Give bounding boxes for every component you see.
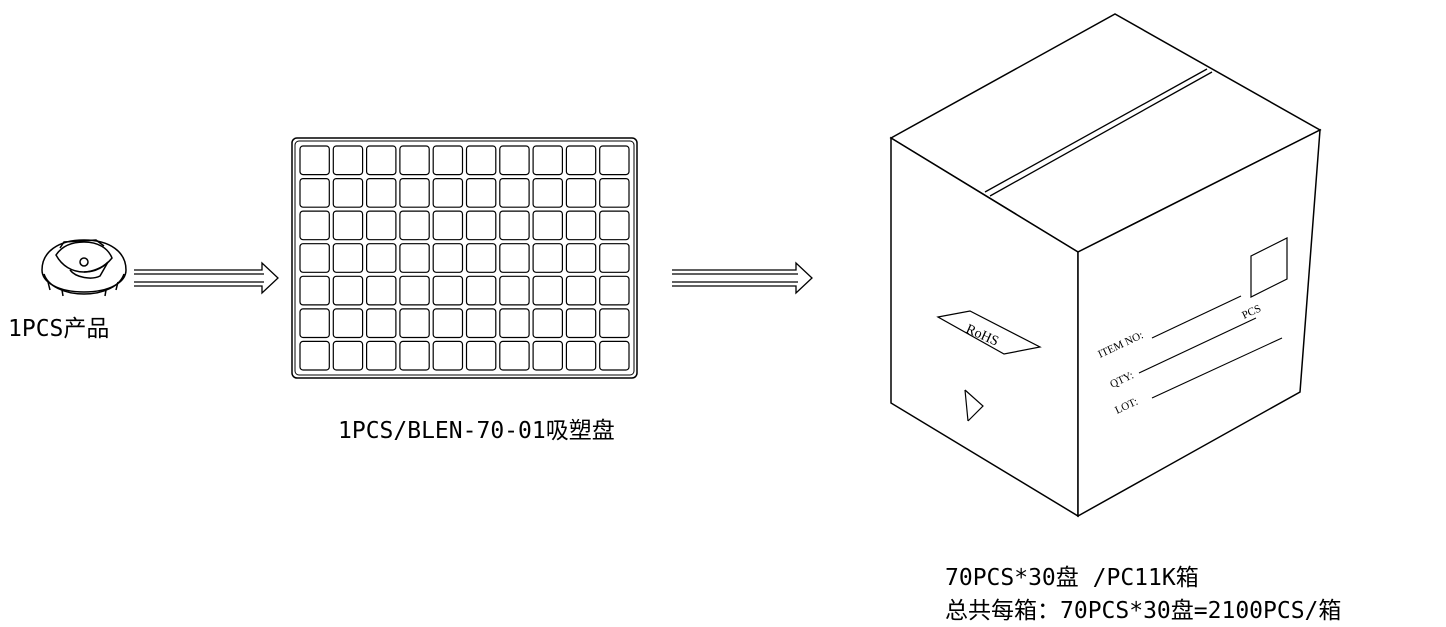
tray-cell <box>432 275 464 306</box>
tray-cell <box>532 145 563 176</box>
tray-cell <box>432 308 464 339</box>
tray-cell <box>565 340 597 371</box>
tray-cell <box>599 340 630 371</box>
tray-cell <box>532 340 563 371</box>
tray-cell <box>499 308 530 339</box>
tray-cell <box>399 210 430 241</box>
tray-cell <box>366 145 397 176</box>
tray-cell <box>299 178 330 208</box>
tray-cell <box>465 145 497 176</box>
tray-cell <box>299 275 330 306</box>
tray-cell <box>565 145 597 176</box>
product-icon <box>41 239 127 297</box>
tray-cell <box>532 210 563 241</box>
tray-cell <box>599 178 630 208</box>
tray-cell <box>532 275 563 306</box>
tray-cell <box>332 308 364 339</box>
tray-cell <box>366 275 397 306</box>
tray-cell <box>399 308 430 339</box>
tray-cell <box>366 340 397 371</box>
tray-cell <box>399 340 430 371</box>
tray-cell <box>299 340 330 371</box>
tray-cell <box>332 340 364 371</box>
tray-cell <box>565 210 597 241</box>
carton-caption-line1: 70PCS*30盘 /PC11K箱 <box>945 565 1199 591</box>
tray-cell <box>432 340 464 371</box>
carton-box <box>889 13 1322 518</box>
tray-cell <box>332 210 364 241</box>
tray-cell <box>599 210 630 241</box>
blister-tray <box>291 137 638 379</box>
tray-cell <box>399 178 430 208</box>
tray-cell <box>332 145 364 176</box>
tray-cell <box>565 243 597 273</box>
tray-cell <box>366 243 397 273</box>
tray-cell <box>565 275 597 306</box>
tray-cell <box>599 243 630 273</box>
tray-cell <box>366 210 397 241</box>
tray-cell <box>332 178 364 208</box>
arrow-icon <box>134 261 279 295</box>
tray-cell <box>299 210 330 241</box>
tray-cell <box>465 210 497 241</box>
tray-cell <box>399 243 430 273</box>
tray-cell <box>399 275 430 306</box>
tray-cell <box>366 178 397 208</box>
tray-cell <box>532 308 563 339</box>
tray-cell <box>465 308 497 339</box>
tray-cell <box>499 178 530 208</box>
tray-cell <box>565 178 597 208</box>
tray-cell <box>399 145 430 176</box>
tray-cell <box>565 308 597 339</box>
tray-cell <box>432 243 464 273</box>
tray-cell <box>299 308 330 339</box>
tray-cell <box>332 275 364 306</box>
arrow-icon <box>672 261 813 295</box>
tray-cell <box>599 145 630 176</box>
tray-cell <box>465 275 497 306</box>
tray-cell <box>432 178 464 208</box>
tray-cell <box>432 210 464 241</box>
tray-cell <box>465 178 497 208</box>
tray-cell <box>299 145 330 176</box>
tray-cell <box>499 340 530 371</box>
tray-cell <box>366 308 397 339</box>
tray-cell <box>599 275 630 306</box>
tray-cell <box>499 145 530 176</box>
tray-cell <box>432 145 464 176</box>
tray-cell <box>499 243 530 273</box>
tray-cell <box>332 243 364 273</box>
carton-caption-line2: 总共每箱：70PCS*30盘=2100PCS/箱 <box>945 598 1342 624</box>
tray-cell <box>499 275 530 306</box>
tray-cell <box>465 243 497 273</box>
tray-cell <box>532 243 563 273</box>
tray-cell <box>499 210 530 241</box>
tray-label: 1PCS/BLEN-70-01吸塑盘 <box>338 418 615 444</box>
tray-cell <box>299 243 330 273</box>
tray-cell <box>599 308 630 339</box>
tray-cell <box>465 340 497 371</box>
tray-cells <box>299 145 630 371</box>
product-label: 1PCS产品 <box>8 316 110 342</box>
tray-cell <box>532 178 563 208</box>
